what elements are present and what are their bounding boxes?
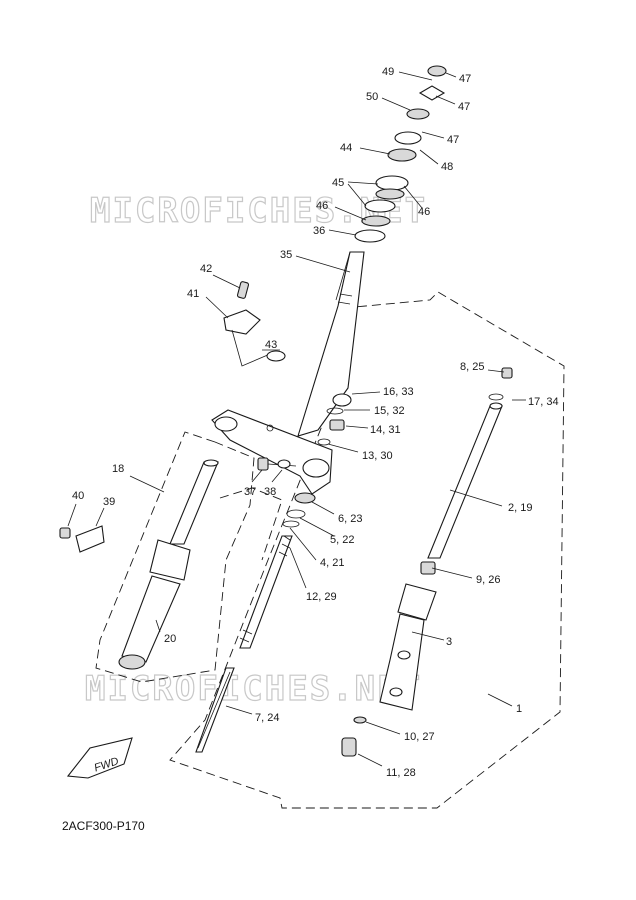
leader-lines: [67, 71, 526, 767]
bearing-balls-upper: [375, 188, 405, 200]
callout-6-23: 6, 23: [338, 513, 362, 525]
callout-47: 47: [447, 134, 459, 146]
callout-43: 43: [265, 339, 277, 351]
callout-8-25: 8, 25: [460, 361, 484, 373]
callout-40: 40: [72, 490, 84, 502]
callout-1: 1: [516, 703, 522, 715]
callout-42: 42: [200, 263, 212, 275]
callout-41: 41: [187, 288, 199, 300]
callout-46: 46: [418, 206, 430, 218]
callout-3: 3: [446, 636, 452, 648]
bracket-bolts: [257, 457, 297, 471]
callout-16-33: 16, 33: [383, 386, 414, 398]
callout-35: 35: [280, 249, 292, 261]
callout-38: 38: [264, 486, 276, 498]
steering-head-stack: [354, 65, 447, 243]
callout-46: 46: [316, 200, 328, 212]
callout-11-28: 11, 28: [386, 767, 416, 779]
callout-36: 36: [313, 225, 325, 237]
seal-stack-center: [282, 393, 352, 528]
bearing-balls-lower: [361, 215, 391, 227]
under-bracket: [211, 409, 333, 495]
callout-7-24: 7, 24: [255, 712, 279, 724]
damper-rod: [239, 535, 293, 649]
callout-14-31: 14, 31: [370, 424, 401, 436]
hose-holder: [223, 281, 286, 367]
ring-nut-2: [394, 131, 422, 145]
callout-49: 49: [382, 66, 394, 78]
callout-4-21: 4, 21: [320, 557, 344, 569]
callout-15-32: 15, 32: [374, 405, 405, 417]
cable-clamp: [59, 525, 105, 553]
outer-tube: [341, 561, 437, 757]
callout-47: 47: [459, 73, 471, 85]
callout-45: 45: [332, 177, 344, 189]
callout-9-26: 9, 26: [476, 574, 500, 586]
callout-20: 20: [164, 633, 176, 645]
fwd-arrow: FWD: [66, 737, 133, 779]
bearing-race-2: [364, 199, 396, 213]
callout-18: 18: [112, 463, 124, 475]
callout-37: 37: [244, 486, 256, 498]
watermark-bottom: MICROFICHES.NET: [85, 669, 422, 709]
callout-10-27: 10, 27: [404, 731, 435, 743]
callout-13-30: 13, 30: [362, 450, 393, 462]
left-fork: [118, 459, 219, 670]
callout-5-22: 5, 22: [330, 534, 354, 546]
dust-seal: [354, 229, 386, 243]
inner-tube: [427, 367, 513, 559]
fork-spring: [195, 667, 235, 753]
callout-44: 44: [340, 142, 352, 154]
callout-17-34: 17, 34: [528, 396, 559, 408]
callout-labels: 49 47 50 47 47 44 48 45 46 46 36 35 42 4…: [72, 66, 559, 779]
steering-stem: [297, 251, 365, 437]
bearing-cover: [387, 148, 417, 162]
bearing-race-upper: [375, 175, 409, 191]
diagram-code: 2ACF300-P170: [62, 819, 145, 833]
callout-50: 50: [366, 91, 378, 103]
callout-47: 47: [458, 101, 470, 113]
callout-48: 48: [441, 161, 453, 173]
callout-39: 39: [103, 496, 115, 508]
callout-12-29: 12, 29: [306, 591, 337, 603]
ring-nut-1: [406, 108, 430, 120]
locknut-top: [427, 65, 447, 77]
callout-2-19: 2, 19: [508, 502, 532, 514]
